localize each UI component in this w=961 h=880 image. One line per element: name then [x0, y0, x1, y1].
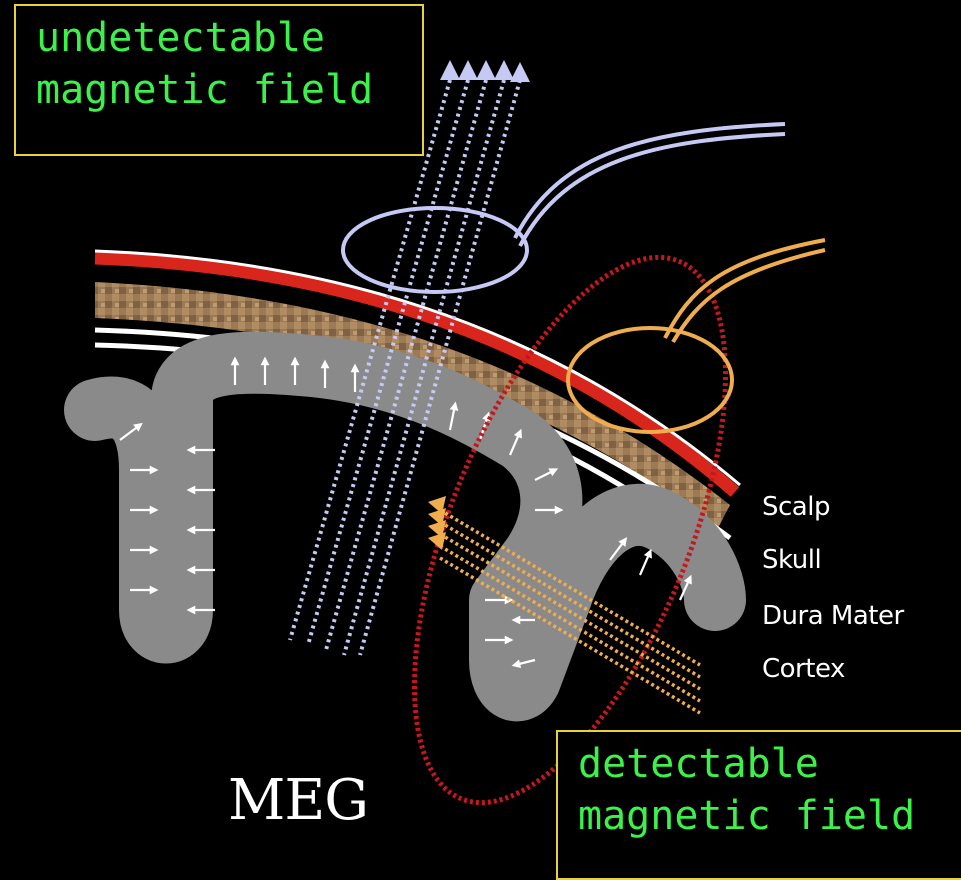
callout-bottom-line1: detectable — [578, 738, 950, 790]
detectable-field-callout: detectable magnetic field — [556, 730, 961, 880]
radial-sensor-coil — [343, 208, 527, 292]
scalp-label: Scalp — [762, 492, 830, 522]
cortex-label: Cortex — [762, 654, 845, 684]
callout-top-line2: magnetic field — [36, 64, 408, 116]
skull-label: Skull — [762, 545, 821, 575]
dura-mater-label: Dura Mater — [762, 601, 904, 631]
meg-label: MEG — [228, 768, 368, 833]
callout-top-line1: undetectable — [36, 12, 408, 64]
callout-bottom-line2: magnetic field — [578, 790, 950, 842]
tangential-current-arrowheads — [428, 496, 446, 550]
radial-field-arrowheads — [440, 60, 530, 82]
undetectable-field-callout: undetectable magnetic field — [14, 4, 424, 156]
